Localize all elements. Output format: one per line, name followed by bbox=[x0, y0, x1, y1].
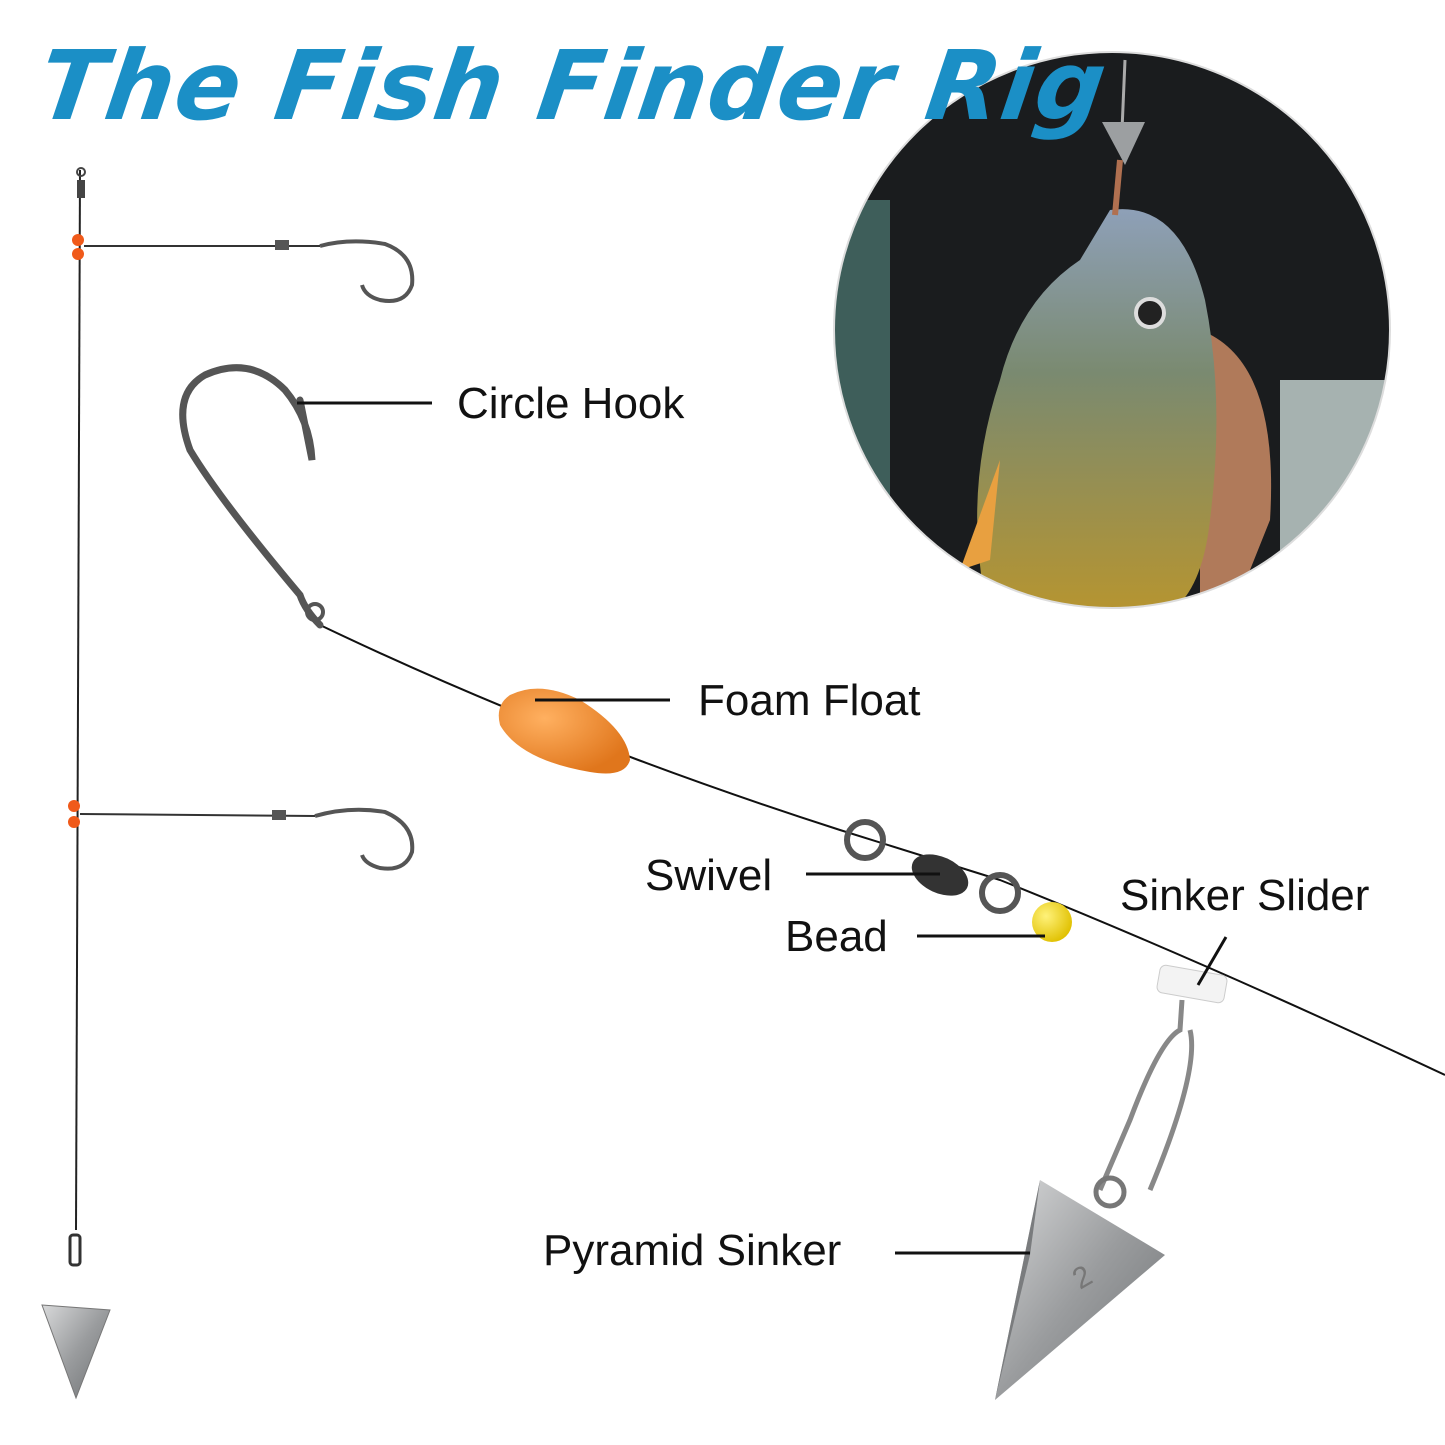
dropper-hook-top bbox=[72, 234, 415, 303]
leader-lines bbox=[297, 401, 1228, 1255]
small-pyramid-sinker bbox=[41, 1304, 111, 1400]
page-title: The Fish Finder Rig bbox=[32, 30, 1114, 142]
bead bbox=[1032, 902, 1072, 942]
foam-float bbox=[498, 688, 630, 774]
label-circle-hook: Circle Hook bbox=[457, 379, 685, 428]
left-rig bbox=[41, 167, 415, 1400]
main-line bbox=[319, 624, 1445, 1076]
circle-hook bbox=[179, 364, 324, 629]
label-foam-float: Foam Float bbox=[698, 676, 921, 725]
label-swivel: Swivel bbox=[645, 851, 773, 900]
label-pyramid-sinker: Pyramid Sinker bbox=[543, 1226, 842, 1275]
label-sinker-slider: Sinker Slider bbox=[1120, 871, 1370, 920]
label-bead: Bead bbox=[785, 912, 888, 961]
sinker-slider bbox=[1156, 964, 1228, 1004]
large-pyramid-sinker: 2 bbox=[995, 1175, 1165, 1400]
swivel bbox=[844, 819, 1021, 914]
dropper-hook-bottom bbox=[68, 800, 415, 871]
